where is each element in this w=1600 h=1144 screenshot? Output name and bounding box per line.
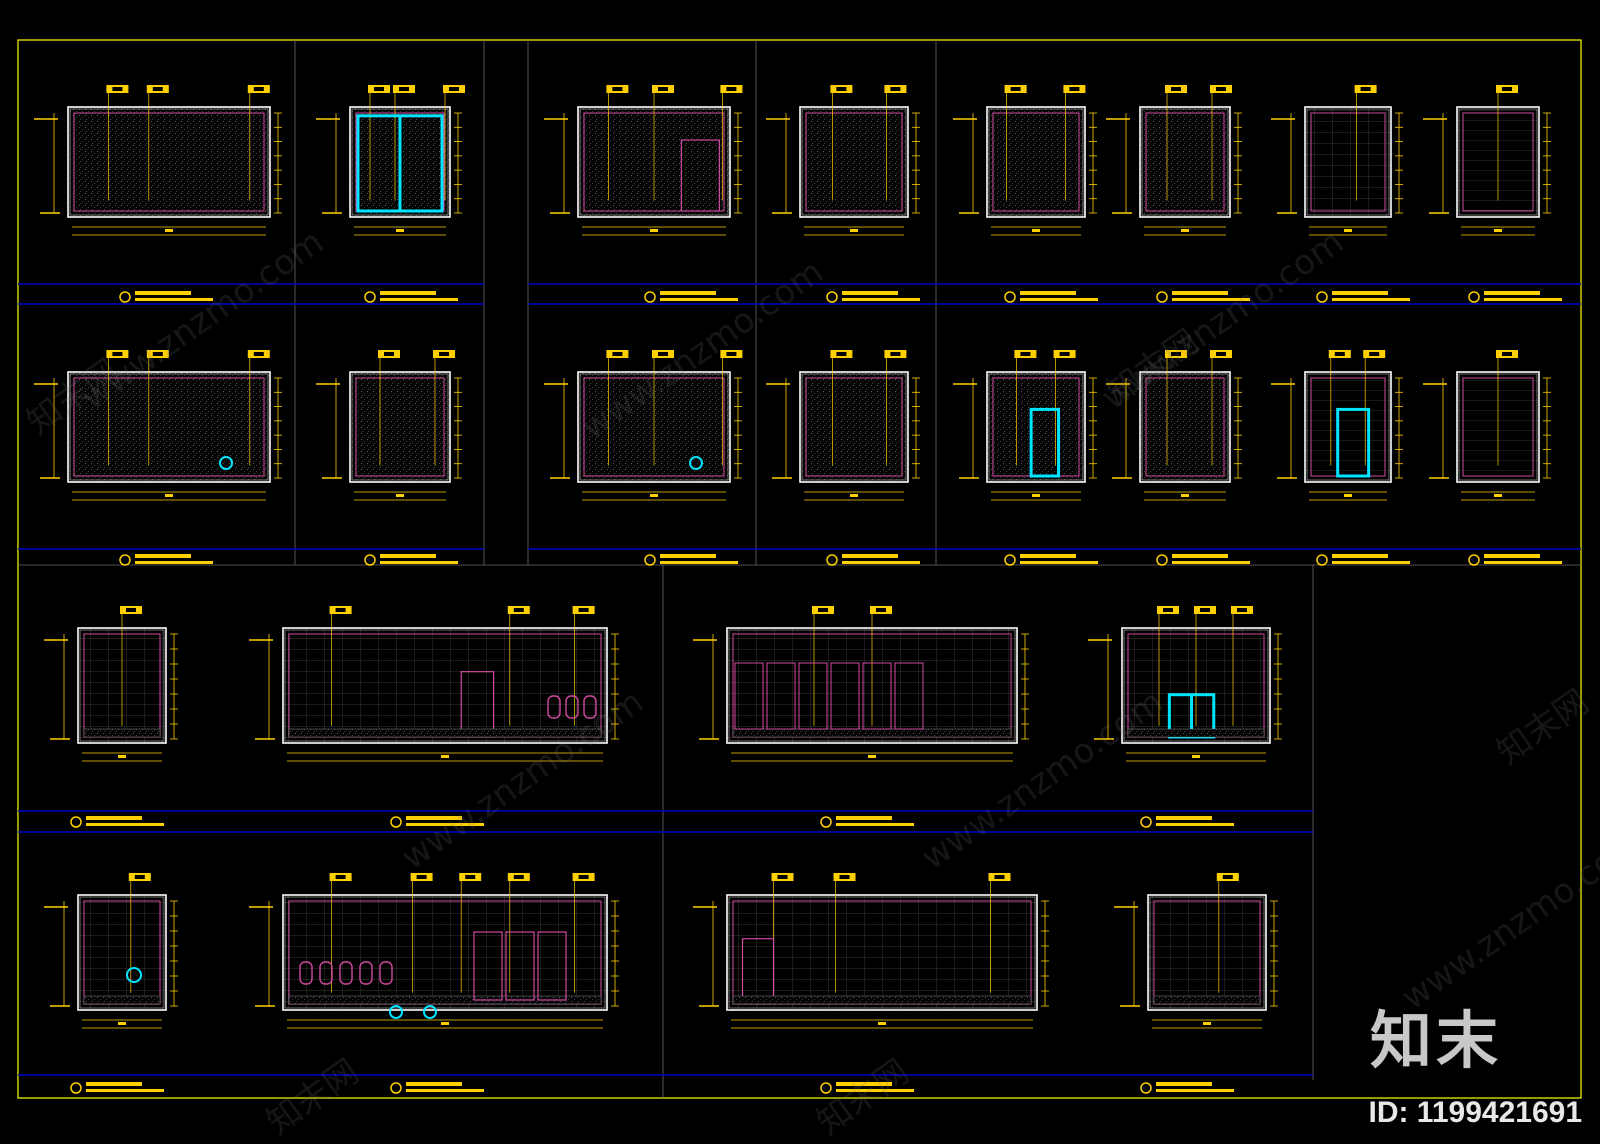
view-title-tag (1004, 554, 1098, 566)
elevation-view (1088, 606, 1282, 762)
urinal (359, 961, 373, 985)
elevation-view (766, 85, 920, 236)
elevation-view (1114, 873, 1278, 1029)
stall-door (894, 662, 924, 730)
wash-basin (219, 456, 233, 470)
view-title-tag (820, 1082, 914, 1094)
view-title-tag (1140, 816, 1234, 828)
view-title-tag (1156, 291, 1250, 303)
sheet-border (17, 39, 1582, 1099)
elevation-view (1271, 85, 1403, 236)
elevation-view (34, 85, 282, 236)
view-title-tag (119, 291, 213, 303)
elevation-view (544, 85, 743, 236)
title-rules (18, 283, 1581, 1076)
urinal (379, 961, 393, 985)
view-title-tag (70, 816, 164, 828)
view-title-tag (1316, 291, 1410, 303)
elevation-view (44, 873, 178, 1029)
view-title-tag (826, 554, 920, 566)
view-title-tag (70, 1082, 164, 1094)
elevation-view (693, 606, 1029, 762)
wash-basin (689, 456, 703, 470)
stall-door (505, 931, 535, 1001)
elevation-view (1106, 85, 1242, 236)
view-title-tag (390, 1082, 484, 1094)
elevation-view (249, 873, 619, 1029)
elevation-view (953, 85, 1097, 236)
urinal (339, 961, 353, 985)
view-title-tag (1468, 291, 1562, 303)
view-title-tag (1316, 554, 1410, 566)
view-title-tag (119, 554, 213, 566)
view-title-tag (1004, 291, 1098, 303)
view-title-tag (1156, 554, 1250, 566)
elevation-view (544, 350, 743, 501)
elevation-view (249, 606, 619, 762)
view-title-tag (390, 816, 484, 828)
elevation-view (1423, 350, 1551, 501)
view-title-tag (644, 291, 738, 303)
urinal (299, 961, 313, 985)
elevation-view (34, 350, 282, 501)
elevation-view (316, 85, 465, 236)
urinal (547, 695, 561, 719)
stall-door (830, 662, 860, 730)
elevation-view (44, 606, 178, 762)
image-id-label: ID: 1199421691 (1368, 1096, 1582, 1129)
elevation-view (316, 350, 462, 501)
stall-door (734, 662, 764, 730)
stall-door (473, 931, 503, 1001)
elevation-view (1106, 350, 1242, 501)
elevation-view (953, 350, 1097, 501)
stall-door (766, 662, 796, 730)
stall-door (537, 931, 567, 1001)
elevation-view (1271, 350, 1403, 501)
view-title-tag (364, 291, 458, 303)
elevation-view (693, 873, 1049, 1029)
view-title-tag (1140, 1082, 1234, 1094)
stall-door (862, 662, 892, 730)
elevation-drawings (34, 85, 1562, 1094)
view-title-tag (820, 816, 914, 828)
wash-basin (126, 967, 142, 983)
stall-door (798, 662, 828, 730)
elevation-view (766, 350, 920, 501)
elevation-view (1423, 85, 1551, 236)
brand-logo: 知末 (1369, 1004, 1502, 1077)
panel-dividers (18, 40, 1581, 1098)
view-title-tag (644, 554, 738, 566)
urinal (583, 695, 597, 719)
urinal (319, 961, 333, 985)
view-title-tag (826, 291, 920, 303)
view-title-tag (1468, 554, 1562, 566)
view-title-tag (364, 554, 458, 566)
floor-drain (423, 1005, 437, 1019)
urinal (565, 695, 579, 719)
floor-drain (389, 1005, 403, 1019)
